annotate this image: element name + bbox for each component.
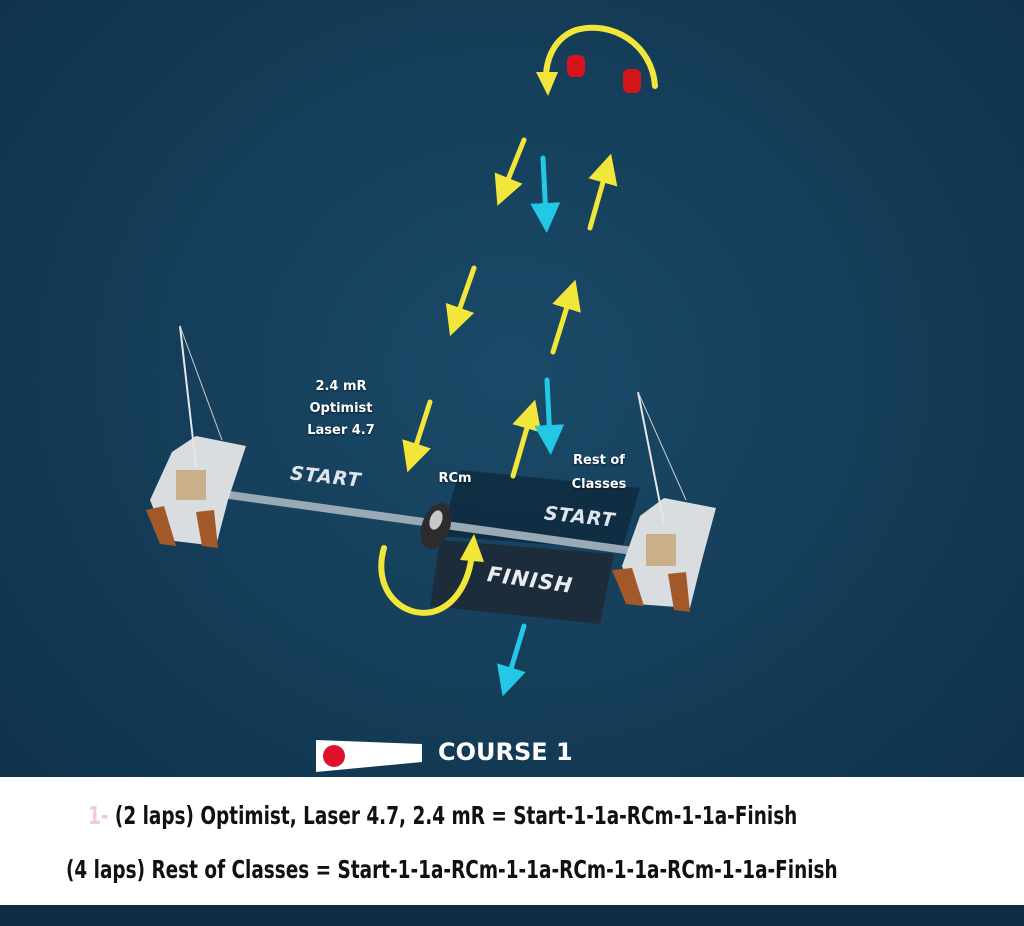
bottom-sea-strip: [0, 905, 1024, 926]
rcm-label: RCm: [438, 471, 472, 486]
course-title: COURSE 1: [438, 738, 573, 766]
class-group-b-line: Classes: [571, 477, 627, 492]
caption-line-1: 1- (2 laps) Optimist, Laser 4.7, 2.4 mR …: [88, 801, 797, 830]
class-group-a-line: Optimist: [309, 401, 373, 416]
rounding-arrow-top-head: [536, 72, 558, 96]
rounding-arrow-rcm: [378, 545, 475, 616]
mark-1a: [623, 69, 641, 93]
rounding-arrow-rcm-head: [460, 534, 484, 562]
class-group-b-line: Rest of: [573, 453, 625, 468]
committee-boat-right: [612, 391, 716, 612]
yellow-upwind-arrows: [510, 153, 618, 479]
yellow-downwind-arrows: [402, 137, 527, 473]
class-group-a-line: Laser 4.7: [307, 423, 375, 438]
course-caption: 1- (2 laps) Optimist, Laser 4.7, 2.4 mR …: [0, 777, 1024, 905]
caption-line-2: (4 laps) Rest of Classes = Start-1-1a-RC…: [66, 855, 838, 884]
cyan-arrows: [497, 155, 565, 697]
mark-1: [567, 55, 585, 77]
class-group-a-line: 2.4 mR: [315, 379, 367, 394]
committee-boat-left: [146, 325, 246, 548]
class-group-a-label: 2.4 mR Optimist Laser 4.7: [286, 376, 396, 442]
caption-line-1-prefix: 1-: [88, 801, 109, 830]
rcm-boat: [420, 502, 452, 550]
class-group-b-label: Rest of Classes: [556, 449, 642, 497]
rounding-arrow-top: [542, 24, 658, 89]
caption-line-1-text: (2 laps) Optimist, Laser 4.7, 2.4 mR = S…: [114, 801, 798, 830]
course-flag: [316, 740, 422, 772]
